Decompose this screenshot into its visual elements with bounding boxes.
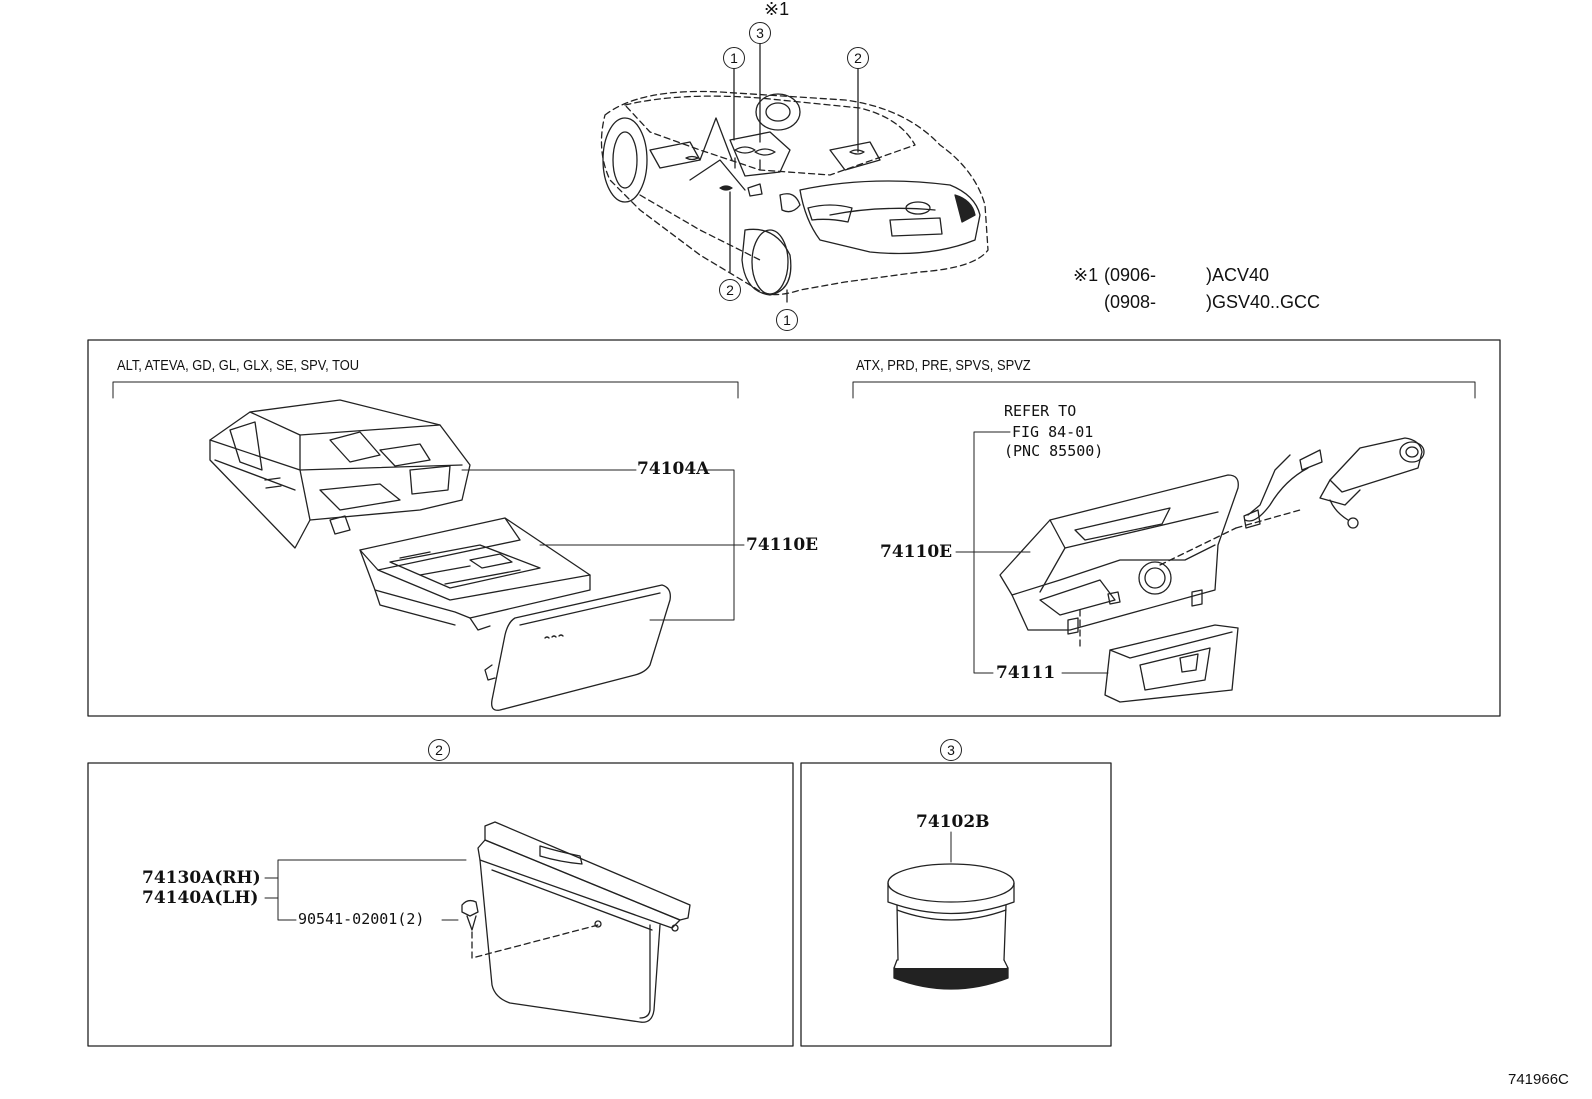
note-mark: ※1 bbox=[764, 0, 790, 19]
panel-3-frame bbox=[800, 762, 1112, 1047]
rear-ashtray-assembly bbox=[264, 821, 691, 1023]
applicability-model-2: )GSV40..GCC bbox=[1206, 292, 1321, 312]
part-number-74130a-rh: 74130A(RH) bbox=[142, 868, 261, 888]
part-number-74104a: 74104A bbox=[637, 459, 710, 479]
refer-to-line3: (PNC 85500) bbox=[1004, 442, 1104, 460]
applicability-date-1: (0906- bbox=[1104, 265, 1157, 285]
part-number-74111: 74111 bbox=[996, 663, 1056, 683]
callout-2-top: 2 bbox=[847, 47, 869, 69]
part-number-74102b: 74102B bbox=[916, 812, 990, 832]
illustration-code: 741966C bbox=[1508, 1071, 1569, 1088]
panel-3-callout: 3 bbox=[940, 739, 962, 761]
main-panel-frame bbox=[87, 339, 1501, 717]
callout-1-top: 1 bbox=[723, 47, 745, 69]
applicability-prefix: ※1 bbox=[1073, 265, 1099, 285]
panel-2-callout: 2 bbox=[428, 739, 450, 761]
refer-to-line1: REFER TO bbox=[1004, 402, 1077, 420]
grade-list-right: ATX, PRD, PRE, SPVS, SPVZ bbox=[856, 357, 1031, 374]
panel-2-frame bbox=[87, 762, 794, 1047]
vehicle-illustration bbox=[600, 41, 989, 303]
applicability-date-2: (0908- bbox=[1104, 292, 1157, 312]
ashtray-cup bbox=[887, 831, 1015, 990]
console-box-assembly-right bbox=[955, 431, 1425, 703]
part-number-74110e-left: 74110E bbox=[746, 535, 819, 555]
callout-1-bottom: 1 bbox=[776, 309, 798, 331]
part-number-74140a-lh: 74140A(LH) bbox=[142, 888, 259, 908]
grade-list-left: ALT, ATEVA, GD, GL, GLX, SE, SPV, TOU bbox=[117, 357, 360, 374]
part-number-74110e-right: 74110E bbox=[880, 542, 953, 562]
console-box-assembly-left bbox=[209, 399, 745, 711]
callout-2-side: 2 bbox=[719, 279, 741, 301]
fastener-part-number: 90541-02001(2) bbox=[298, 910, 425, 928]
refer-to-line2: FIG 84-01 bbox=[1012, 423, 1094, 441]
callout-3-top: 3 bbox=[749, 22, 771, 44]
applicability-model-1: )ACV40 bbox=[1206, 265, 1270, 285]
